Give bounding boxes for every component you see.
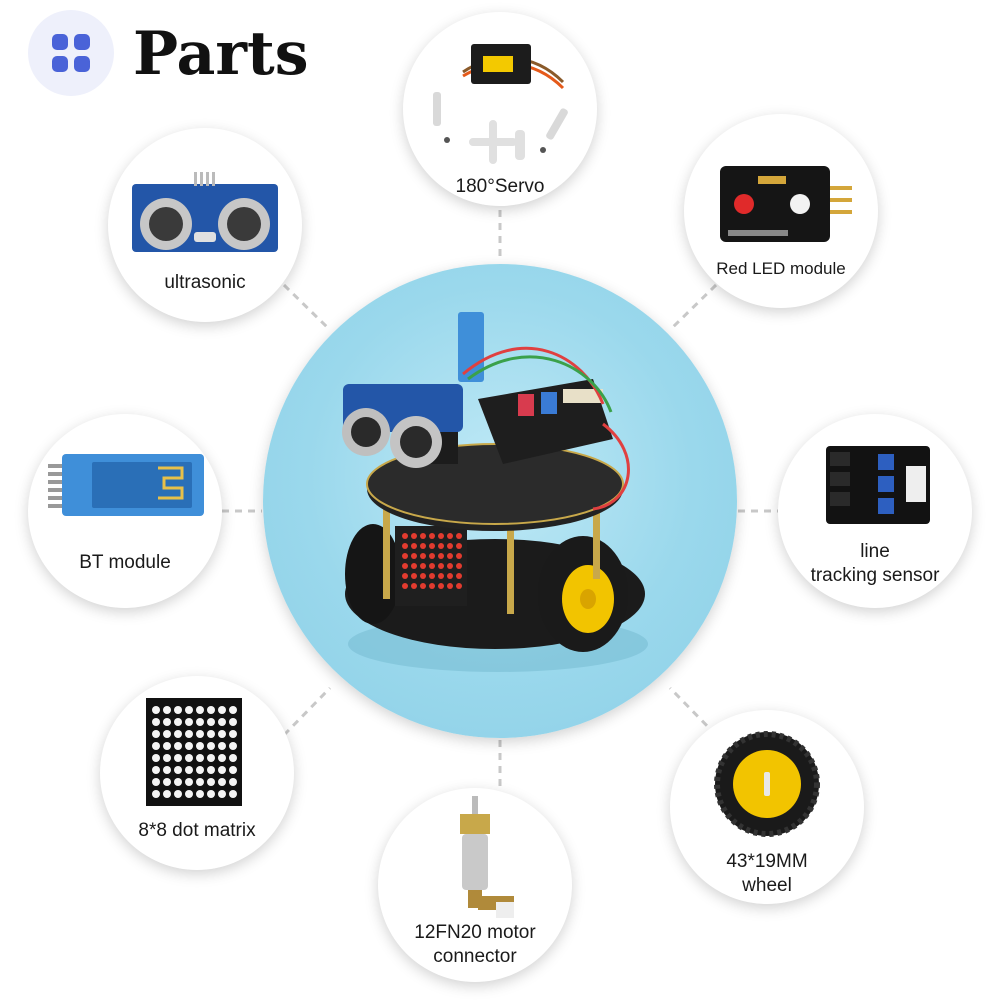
part-label-line: ultrasonic (164, 272, 246, 293)
part-line-tracking-sensor: line tracking sensor (778, 414, 972, 608)
part-gear-motor: 12FN20 motor connector (378, 788, 572, 982)
line-tracking-sensor-icon (826, 446, 930, 524)
robot-car-hub (263, 264, 737, 738)
ultrasonic-sensor-icon (132, 172, 278, 252)
part-label-line: tracking sensor (810, 565, 940, 586)
part-label-line: 8*8 dot matrix (138, 820, 256, 841)
smart-robot-car-photo (342, 312, 648, 672)
page-title: Parts (133, 19, 309, 89)
part-bt-module: BT module (28, 414, 222, 608)
part-ultrasonic: ultrasonic (108, 128, 302, 322)
grid-apps-icon (28, 10, 114, 96)
part-label-line: Red LED module (716, 259, 846, 278)
part-label-line: BT module (79, 552, 171, 573)
part-label-line: 180°Servo (455, 176, 545, 197)
dot-matrix-icon (146, 698, 242, 806)
part-label-line: 12FN20 motor (414, 922, 536, 943)
led-module-icon (720, 166, 852, 242)
bluetooth-module-icon (48, 454, 204, 516)
part-dot-matrix: 8*8 dot matrix (100, 676, 294, 870)
part-wheel: 43*19MM wheel (670, 710, 864, 904)
part-label-line: connector (433, 946, 517, 967)
servo-motor-icon (433, 44, 568, 164)
wheel-icon (714, 731, 820, 837)
gear-motor-icon (460, 796, 514, 918)
part-label-line: line (860, 541, 890, 562)
part-label-line: 43*19MM (726, 851, 808, 872)
part-label-line: wheel (742, 875, 792, 896)
part-servo: 180°Servo (403, 12, 597, 206)
part-led-module: Red LED module (684, 114, 878, 308)
